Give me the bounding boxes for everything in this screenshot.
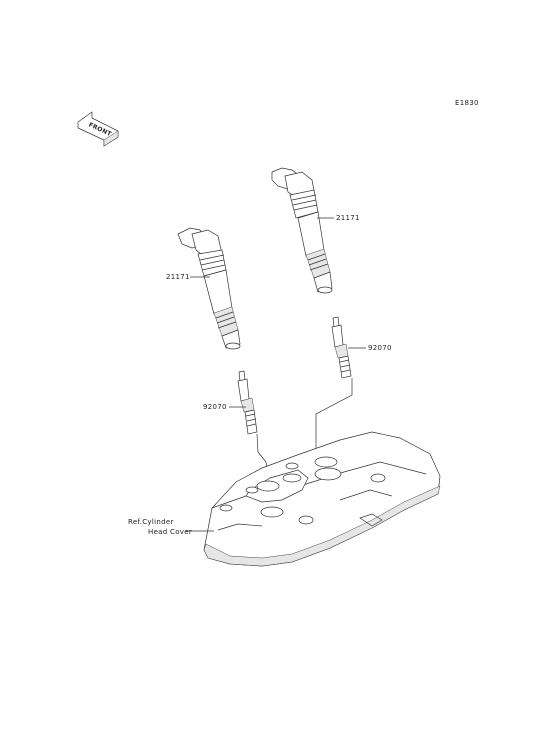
callout-ref-line2: Head Cover: [148, 528, 192, 536]
ignition-coil-right: [271, 167, 333, 294]
callout-plug-right: 92070: [368, 344, 392, 352]
ignition-coil-left: [177, 227, 241, 350]
callout-coil-left: 21171: [166, 273, 190, 281]
spark-plug-right: [331, 316, 352, 379]
spark-plug-left: [237, 370, 258, 435]
callout-plug-left: 92070: [203, 403, 227, 411]
cylinder-head-cover: [203, 431, 441, 567]
callout-ref-line1: Ref.Cylinder: [128, 518, 174, 526]
callout-coil-right: 21171: [336, 214, 360, 222]
diagram-id: E1830: [455, 99, 479, 107]
front-arrow-icon: FRONT: [77, 111, 119, 147]
